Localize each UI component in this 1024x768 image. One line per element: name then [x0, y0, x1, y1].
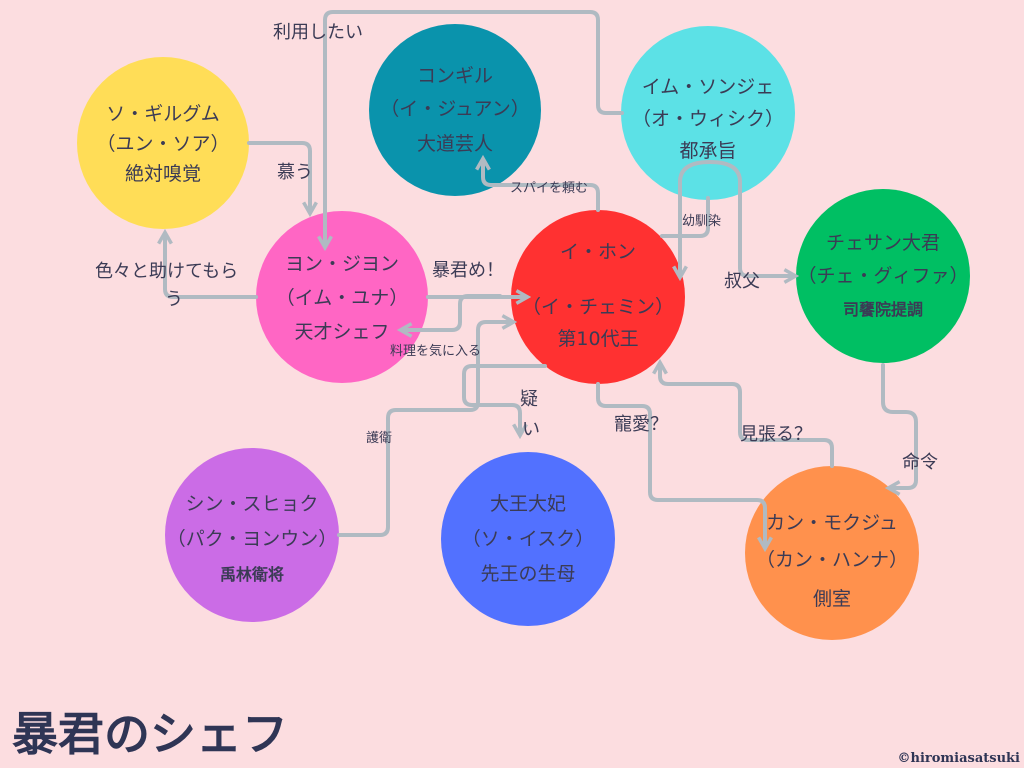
label-watch: 見張る？ — [740, 424, 812, 445]
node-actor: （イム・ユナ） — [276, 287, 409, 309]
label-likes: 料理を気に入る — [390, 343, 481, 359]
node-role: 第10代王 — [557, 328, 638, 350]
node-mokju: カン・モクジュ （カン・ハンナ） 側室 — [745, 466, 919, 640]
edge-use — [325, 10, 624, 246]
label-uncle: 叔父 — [724, 271, 760, 292]
node-name: コンギル — [417, 65, 493, 87]
node-hong: イ・ホン （イ・チェミン） 第10代王 — [511, 210, 685, 384]
node-kongil: コンギル （イ・ジュアン） 大道芸人 — [369, 24, 541, 196]
label-guard: 護衛 — [366, 430, 392, 446]
label-doubt: 疑 — [520, 389, 538, 410]
label-spy: スパイを頼む — [510, 181, 588, 196]
node-actor: （オ・ウィシク） — [632, 108, 784, 130]
node-name: カン・モクジュ — [766, 512, 898, 534]
label-friend: 幼馴染 — [682, 214, 721, 229]
node-actor: （イ・ジュアン） — [380, 98, 530, 120]
node-name: イ・ホン — [560, 241, 636, 263]
node-actor: （パク・ヨンウン） — [167, 528, 338, 550]
page-title: 暴君のシェフ — [12, 707, 288, 761]
node-actor: （ソ・イスク） — [462, 528, 594, 550]
node-name: チェサン大君 — [826, 232, 940, 254]
label-adore: 慕う — [277, 162, 313, 183]
node-chesan: チェサン大君 （チェ・グィファ） 司饔院提調 — [796, 189, 970, 363]
node-suhyok: シン・スヒョク （パク・ヨンウン） 禹林衛将 — [165, 448, 339, 622]
node-role: 先王の生母 — [480, 563, 575, 585]
edge-uncle — [680, 160, 794, 276]
node-jiyong: ヨン・ジヨン （イム・ユナ） 天才シェフ — [256, 211, 428, 383]
label-help: 色々と助けてもら — [95, 261, 238, 282]
node-gilgeum: ソ・ギルグム （ユン・ソア） 絶対嗅覚 — [77, 57, 249, 229]
edge-watch — [660, 364, 834, 468]
edge-likes — [402, 294, 502, 330]
node-name: イム・ソンジェ — [642, 76, 775, 98]
label-favor: 寵愛？ — [614, 414, 668, 435]
node-role: 絶対嗅覚 — [125, 163, 201, 185]
node-actor: （イ・チェミン） — [522, 296, 674, 318]
label-tyrant: 暴君め！ — [432, 260, 504, 281]
node-name: シン・スヒョク — [185, 493, 318, 515]
edge-order — [881, 363, 918, 488]
node-daebi: 大王大妃 （ソ・イスク） 先王の生母 — [441, 452, 615, 626]
node-name: 大王大妃 — [490, 493, 566, 515]
edge-spy — [483, 160, 600, 212]
node-actor: （カン・ハンナ） — [756, 549, 908, 571]
edge-favor — [596, 382, 765, 547]
node-role: 天才シェフ — [294, 321, 389, 343]
label-use: 利用したい — [273, 22, 363, 43]
label-order: 命令 — [902, 452, 938, 473]
node-role: 禹林衛将 — [220, 565, 284, 584]
edge-adore — [247, 141, 310, 212]
node-actor: （ユン・ソア） — [96, 133, 229, 155]
label-help-cont: う — [165, 289, 183, 310]
node-role: 司饔院提調 — [843, 300, 923, 319]
node-role: 側室 — [813, 588, 851, 610]
node-name: ヨン・ジヨン — [285, 253, 399, 275]
copyright-credit: ©hiromiasatsuki — [897, 751, 1021, 766]
label-doubt-cont: い — [522, 419, 540, 440]
node-actor: （チェ・グィファ） — [797, 265, 968, 287]
node-name: ソ・ギルグム — [106, 103, 220, 125]
node-sonje: イム・ソンジェ （オ・ウィシク） 都承旨 — [621, 26, 795, 200]
edge-friend — [660, 196, 710, 238]
edge-guard — [337, 322, 512, 537]
edge-help — [165, 234, 258, 299]
node-role: 大道芸人 — [417, 133, 493, 155]
node-role: 都承旨 — [679, 140, 736, 162]
edge-doubt — [462, 364, 547, 434]
